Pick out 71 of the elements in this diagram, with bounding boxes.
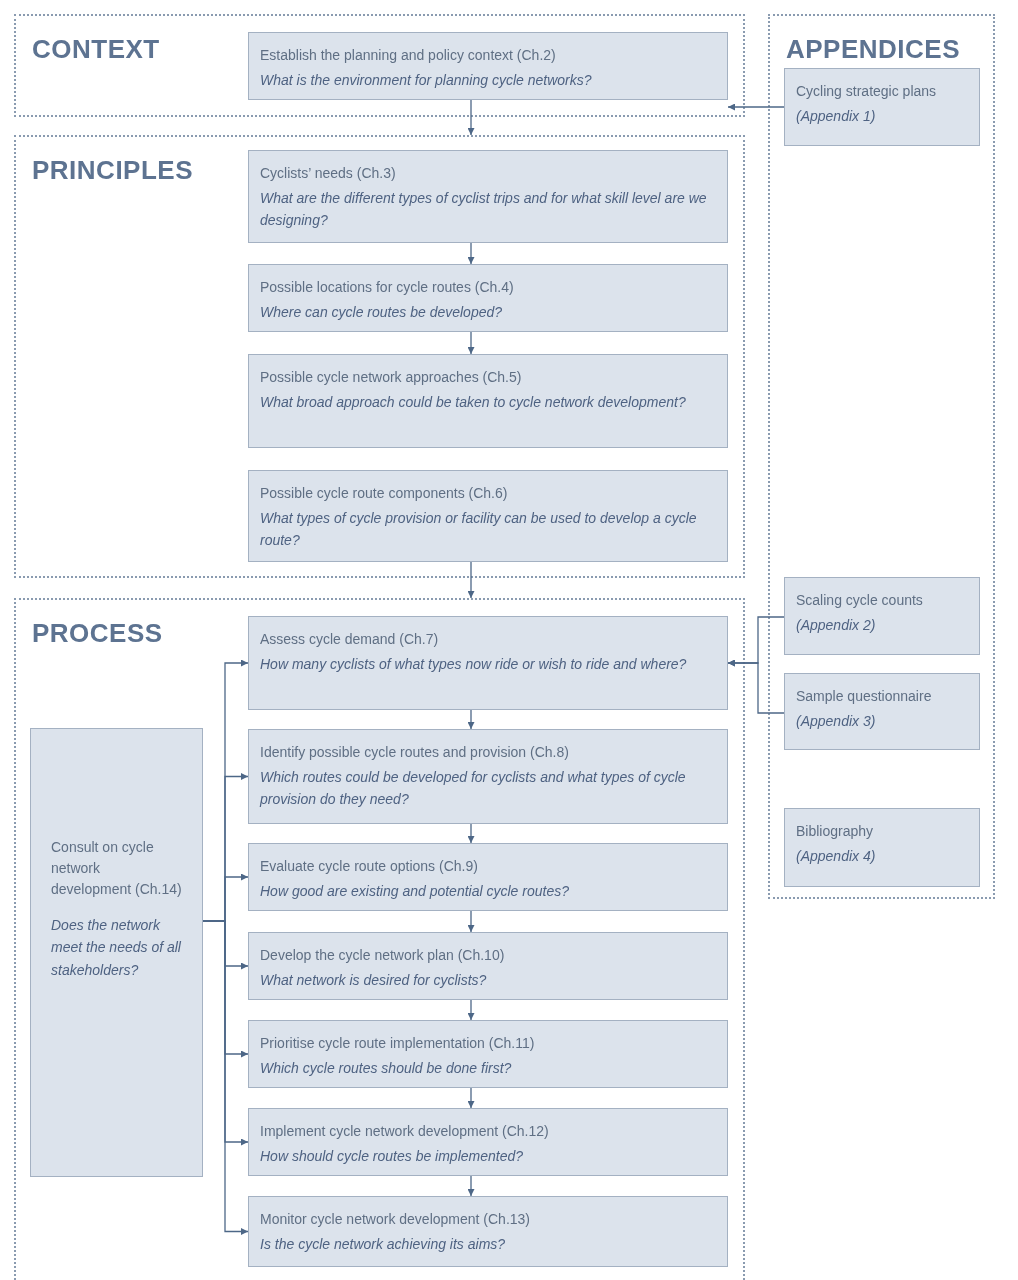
- step-box: [248, 470, 728, 562]
- step-question: What network is desired for cyclists?: [260, 971, 488, 990]
- step-box: [248, 1108, 728, 1176]
- connector-arrow: [467, 999, 475, 1021]
- appendix-box: [784, 68, 980, 146]
- step-box: [248, 264, 728, 332]
- connector-arrow: [467, 823, 475, 844]
- step-title: Prioritise cycle route implementation (Ch.11): [260, 1034, 536, 1053]
- step-question: What types of cycle provision or facility can be used to develop a cycle route?: [260, 509, 698, 551]
- step-box: [30, 728, 203, 1177]
- section-frame: [14, 598, 745, 1280]
- connector-arrow: [467, 561, 475, 599]
- section-frame: [14, 14, 745, 117]
- step-title: Possible cycle route components (Ch.6): [260, 484, 509, 503]
- step-title: Assess cycle demand (Ch.7): [260, 630, 440, 649]
- step-question: How good are existing and potential cycle routes?: [260, 882, 570, 901]
- section-heading: PRINCIPLES: [32, 155, 194, 186]
- step-box: [248, 1196, 728, 1267]
- step-title: Scaling cycle counts: [796, 591, 924, 610]
- connector-arrow: [467, 242, 475, 265]
- connector-arrow: [467, 1175, 475, 1197]
- appendix-box: [784, 673, 980, 750]
- step-title: Cycling strategic plans: [796, 82, 938, 101]
- step-title: Consult on cycle network development (Ch.14): [51, 838, 182, 899]
- connector-arrow: [467, 709, 475, 730]
- connector-arrow: [727, 659, 785, 714]
- step-question: Which cycle routes should be done first?: [260, 1059, 513, 1078]
- step-box: [248, 354, 728, 448]
- step-box: [248, 932, 728, 1000]
- step-question: (Appendix 4): [796, 847, 877, 866]
- step-title: Implement cycle network development (Ch.12): [260, 1122, 550, 1141]
- connector-arrow: [467, 99, 475, 136]
- connector-arrow: [467, 331, 475, 355]
- section-heading: APPENDICES: [786, 34, 961, 65]
- step-title: Establish the planning and policy context (Ch.2): [260, 46, 557, 65]
- step-title: Sample questionnaire: [796, 687, 933, 706]
- step-title: Evaluate cycle route options (Ch.9): [260, 857, 479, 876]
- step-question: How many cyclists of what types now ride or wish to ride and where?: [260, 655, 688, 674]
- step-box: [248, 843, 728, 911]
- step-question: (Appendix 2): [796, 616, 877, 635]
- connector-arrow: [727, 103, 785, 111]
- step-question: Is the cycle network achieving its aims?: [260, 1235, 507, 1254]
- step-question: (Appendix 3): [796, 712, 877, 731]
- section-frame: [768, 14, 995, 899]
- section-heading: CONTEXT: [32, 34, 160, 65]
- step-question: Does the network meet the needs of all stakeholders?: [51, 916, 182, 980]
- step-title: Develop the cycle network plan (Ch.10): [260, 946, 506, 965]
- appendix-box: [784, 577, 980, 655]
- connector-arrow: [467, 910, 475, 933]
- step-title: Possible locations for cycle routes (Ch.4): [260, 278, 515, 297]
- step-box: [248, 729, 728, 824]
- step-title: Bibliography: [796, 822, 875, 841]
- appendix-box: [784, 808, 980, 887]
- section-frame: [14, 135, 745, 578]
- step-question: Where can cycle routes be developed?: [260, 303, 504, 322]
- step-question: How should cycle routes be implemented?: [260, 1147, 525, 1166]
- section-heading: PROCESS: [32, 618, 163, 649]
- step-title: Monitor cycle network development (Ch.13): [260, 1210, 531, 1229]
- step-question: (Appendix 1): [796, 107, 877, 126]
- step-title: Possible cycle network approaches (Ch.5): [260, 368, 523, 387]
- connector-arrow: [467, 1087, 475, 1109]
- step-question: What broad approach could be taken to cycle network development?: [260, 393, 687, 412]
- step-question: Which routes could be developed for cyclists and what types of cycle provision do they need?: [260, 768, 687, 810]
- step-box: [248, 32, 728, 100]
- step-title: Identify possible cycle routes and provision (Ch.8): [260, 743, 570, 762]
- step-box: [248, 150, 728, 243]
- step-title: Cyclists’ needs (Ch.3): [260, 164, 397, 183]
- step-box: [248, 1020, 728, 1088]
- step-question: What are the different types of cyclist trips and for what skill level are we designing?: [260, 189, 708, 231]
- step-box: [248, 616, 728, 710]
- step-question: What is the environment for planning cycle networks?: [260, 71, 593, 90]
